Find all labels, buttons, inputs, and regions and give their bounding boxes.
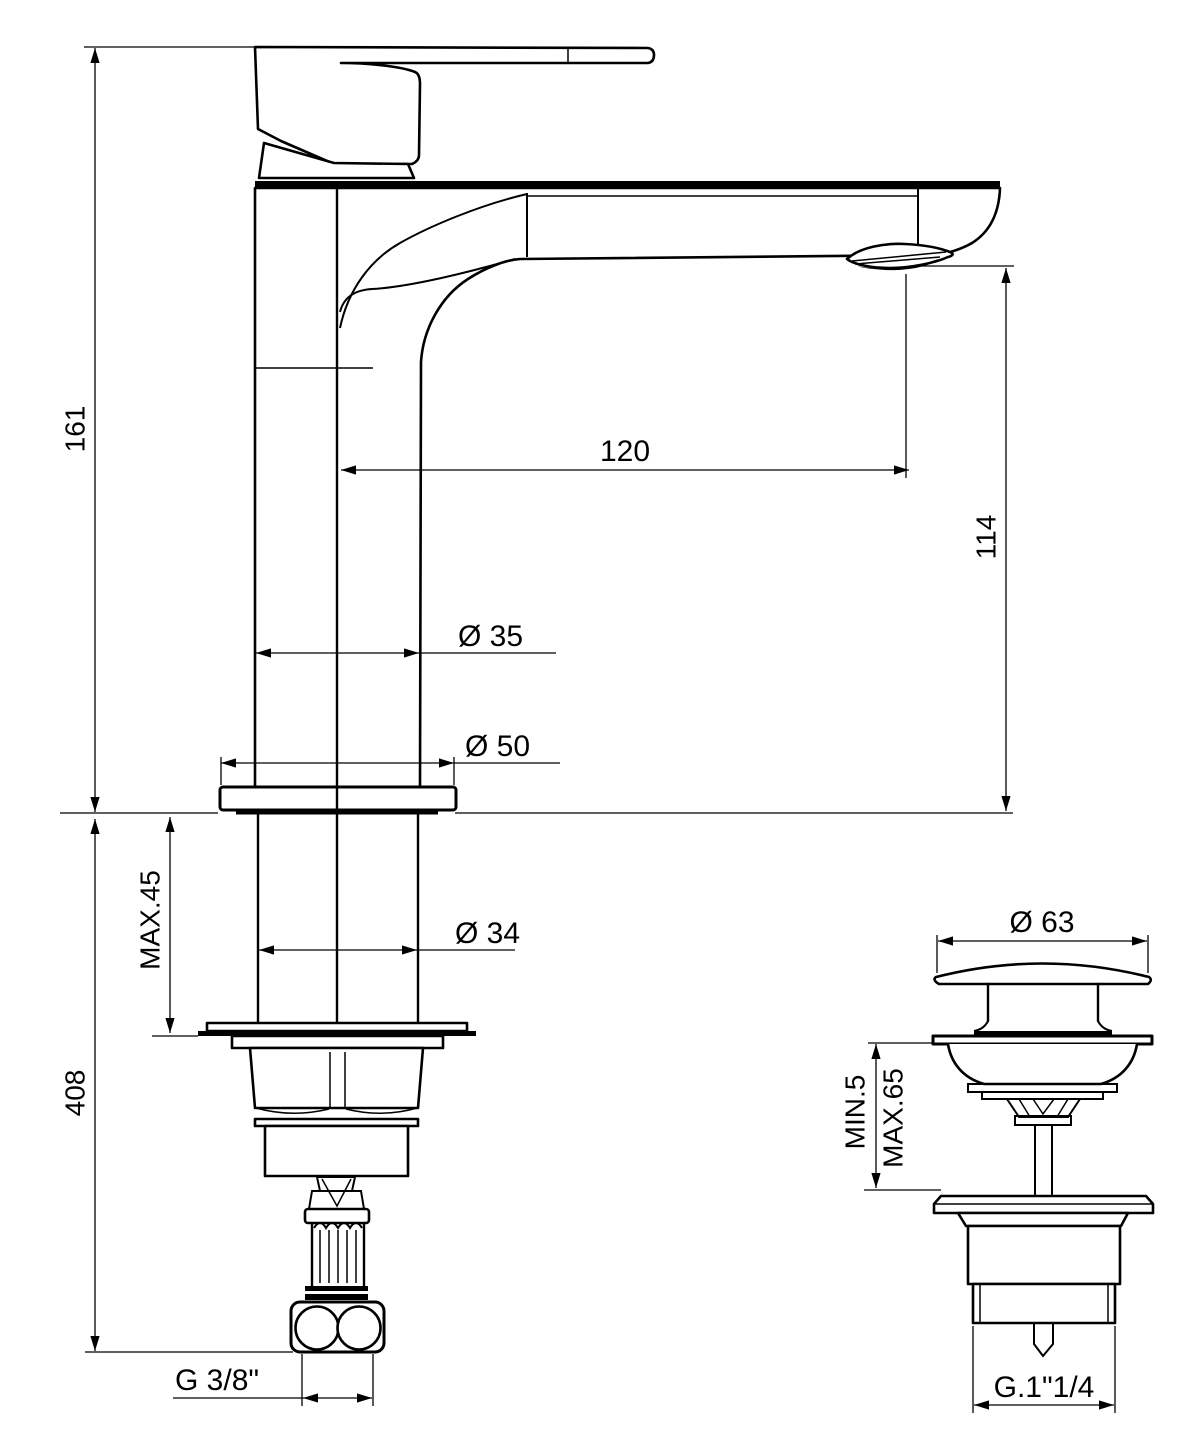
drain-plug-view <box>931 962 1155 1358</box>
faucet-body-outline <box>253 186 1002 789</box>
mounting-nut <box>248 1046 425 1110</box>
drain-flare-right <box>1097 1020 1113 1032</box>
aerator-line-1 <box>851 251 947 262</box>
drain-flare-left <box>973 1020 989 1032</box>
drain-body <box>966 1224 1122 1286</box>
mounting-gasket <box>230 1034 445 1050</box>
drain-thread-section <box>971 1282 1117 1325</box>
braid-strands <box>319 1230 357 1283</box>
dim-d34-label: Ø 34 <box>455 917 520 950</box>
dimensions: 161 408 MAX.45 120 114 Ø 35 <box>59 46 1149 1413</box>
dim-g38-label: G 3/8" <box>175 1364 259 1397</box>
drain-stem <box>1034 1125 1053 1196</box>
aerator-line-2 <box>854 256 941 265</box>
spout-inner-curve-bottom <box>339 258 516 313</box>
drain-bell <box>946 1043 1139 1086</box>
mounting-nut-bottom-arc-left <box>255 1107 330 1114</box>
dim-161-label: 161 <box>59 406 90 453</box>
hose-coupler <box>303 1207 371 1225</box>
dim-min5-label: MIN.5 <box>839 1075 870 1150</box>
hose-fitting-left <box>294 1305 340 1351</box>
drain-seal-ring <box>974 1031 1112 1036</box>
hose-adapter-chevron <box>321 1178 352 1208</box>
dim-d35-label: Ø 35 <box>458 620 523 653</box>
drain-cone-base <box>1014 1115 1072 1126</box>
faucet-view <box>198 45 1002 1354</box>
aerator-shading <box>858 259 938 271</box>
hose-nut-highlight <box>305 1291 368 1294</box>
dim-d63-label: Ø 63 <box>1009 906 1074 939</box>
drain-bell-ring-2 <box>981 1091 1104 1100</box>
valve-cylinder <box>263 1124 410 1178</box>
mounting-nut-bottom-arc-right <box>345 1107 418 1114</box>
braid-top-bumps <box>313 1222 363 1230</box>
dim-114-label: 114 <box>970 515 1001 560</box>
dim-120-label: 120 <box>600 435 650 468</box>
drain-thread-relief <box>979 1284 1109 1323</box>
drain-tip-pin <box>1033 1323 1054 1358</box>
hose-fitting-right <box>336 1305 382 1351</box>
dim-max45-label: MAX.45 <box>134 870 165 970</box>
dim-d50-label: Ø 50 <box>465 730 530 763</box>
dim-g114-label: G.1"1/4 <box>994 1371 1095 1404</box>
mounting-washer-band <box>198 1031 476 1036</box>
handle-neck <box>257 141 416 180</box>
drain-top-flange <box>931 1034 1154 1046</box>
dim-408-label: 408 <box>59 1070 90 1117</box>
handle-outline <box>253 45 656 166</box>
drain-cone-facets <box>1018 1098 1069 1118</box>
drain-body-neck <box>956 1211 1130 1228</box>
mounting-washer-plate <box>205 1021 469 1033</box>
body-top-plate <box>255 181 1000 188</box>
dim-max65-label: MAX.65 <box>877 1068 908 1168</box>
drain-cap <box>933 962 1153 986</box>
